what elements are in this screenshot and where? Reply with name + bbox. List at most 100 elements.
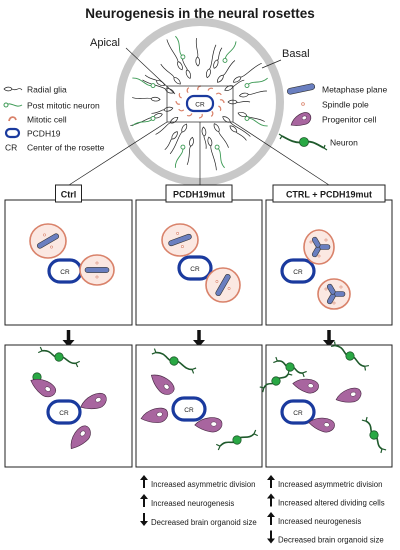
radial-glia-icon	[3, 86, 23, 92]
legend-left-item: PCDH19	[4, 127, 61, 139]
spindle-pole	[309, 240, 313, 244]
center-of-rosette: CR	[177, 255, 213, 281]
radial-glia-cell	[207, 136, 217, 171]
increase-arrow-icon	[140, 475, 148, 488]
center-of-rosette: CR	[280, 399, 316, 425]
increase-arrow-icon	[267, 512, 275, 525]
radial-glia-cell	[166, 39, 183, 71]
pcdh19-ring	[280, 258, 316, 284]
neuron-soma	[232, 435, 242, 445]
radial-glia-cell	[164, 131, 178, 151]
spindle-pole	[95, 261, 99, 265]
center-label: CR	[59, 410, 69, 417]
center-of-rosette: CR	[171, 396, 207, 422]
mitotic-cell-mark	[218, 105, 222, 112]
progenitor-cell	[150, 374, 175, 395]
spindle-pole	[50, 245, 53, 249]
outcome-text: Decreased brain organoid size	[151, 518, 257, 527]
legend-left-item: Post mitotic neuron	[3, 101, 100, 111]
mitotic-cell-mark	[198, 113, 203, 119]
pcdh19-ring	[171, 396, 207, 422]
radial-glia-cell	[206, 44, 217, 79]
apical-label: Apical	[90, 37, 120, 49]
radial-glia-cell	[151, 106, 174, 114]
progenitor-cell	[292, 378, 319, 394]
radial-glia-cell	[132, 96, 161, 102]
tripolar-metaphase	[326, 283, 346, 305]
metaphase-plane	[215, 273, 231, 297]
radial-glia-cell	[195, 38, 200, 67]
outcome-item: Increased altered dividing cells	[267, 493, 385, 508]
progenitor-body	[308, 417, 335, 433]
rosette-center-label: CR	[195, 102, 205, 109]
progenitor-body	[150, 374, 175, 395]
spindle-pole-icon	[301, 102, 305, 106]
mitotic-cell-mark	[215, 92, 222, 96]
progenitor-body	[194, 417, 223, 433]
progenitor-cell-icon	[290, 112, 312, 126]
progenitor-cell	[70, 425, 91, 450]
progenitor-nucleus	[323, 422, 330, 428]
legend-left-item: Radial glia	[3, 85, 67, 95]
spindle-pole	[215, 280, 219, 283]
progenitor-cell	[30, 379, 57, 398]
progenitor-body	[140, 407, 169, 423]
progenitor-body	[335, 387, 362, 403]
spindle-pole	[339, 285, 343, 289]
progenitor-cell	[308, 417, 335, 433]
outcome-item: Decreased brain organoid size	[267, 530, 384, 545]
mitotic-cell-mark	[178, 108, 185, 112]
radial-glia-cell	[201, 126, 207, 149]
post-mitotic-neuron	[244, 77, 268, 89]
progenitor-body	[70, 425, 91, 450]
neuron	[259, 369, 293, 393]
neuron	[330, 341, 370, 371]
neuron	[37, 346, 81, 368]
condition-arrow	[62, 330, 75, 347]
radial-glia-cell	[181, 57, 191, 79]
condition-label: PCDH19mut	[173, 190, 225, 200]
neuron-dendrites	[259, 369, 293, 393]
radial-glia-cell	[229, 125, 247, 141]
progenitor-body	[30, 379, 57, 398]
post-mitotic-neuron	[244, 115, 268, 127]
spindle-pole	[324, 238, 328, 242]
pcdh19-ring	[46, 399, 82, 425]
progenitor-nucleus	[350, 391, 357, 397]
metaphase-plane-icon	[286, 83, 316, 95]
mitotic-cell-mark	[175, 100, 181, 105]
mitotic-cell	[205, 267, 241, 303]
outcome-item: Increased asymmetric division	[267, 475, 382, 489]
neuron	[215, 429, 259, 451]
outcome-text: Increased asymmetric division	[278, 480, 382, 489]
outcome-text: Increased neurogenesis	[278, 517, 361, 526]
neuron	[273, 356, 307, 378]
mitotic-cell-mark	[210, 110, 214, 117]
post-mitotic-neuron	[132, 115, 156, 127]
neuron-soma	[169, 356, 179, 366]
condition-label: Ctrl	[61, 190, 77, 200]
neuron	[151, 348, 197, 374]
legend-right-label: Neuron	[330, 138, 358, 148]
neuron-soma	[271, 376, 281, 386]
center-label: CR	[293, 269, 303, 276]
progenitor-nucleus	[79, 430, 86, 437]
pcdh19-icon	[4, 127, 21, 139]
increase-arrow-icon	[267, 475, 275, 488]
neuron-soma	[285, 362, 295, 372]
progenitor-nucleus	[44, 386, 51, 392]
neuron	[361, 416, 387, 454]
radial-glia-cell	[169, 123, 188, 155]
spindle-pole	[176, 232, 180, 235]
outcome-text: Decreased brain organoid size	[278, 536, 384, 545]
legend-left-label: PCDH19	[27, 129, 61, 139]
neuron-icon	[278, 133, 328, 151]
legend-right-item: Spindle pole	[301, 100, 369, 110]
progenitor-cell	[335, 387, 362, 403]
legend-left-label: Mitotic cell	[27, 115, 67, 125]
increase-arrow-icon	[267, 493, 275, 507]
legend-left-label: Post mitotic neuron	[27, 101, 100, 111]
condition-tag	[165, 184, 233, 203]
spindle-pole	[43, 233, 46, 237]
